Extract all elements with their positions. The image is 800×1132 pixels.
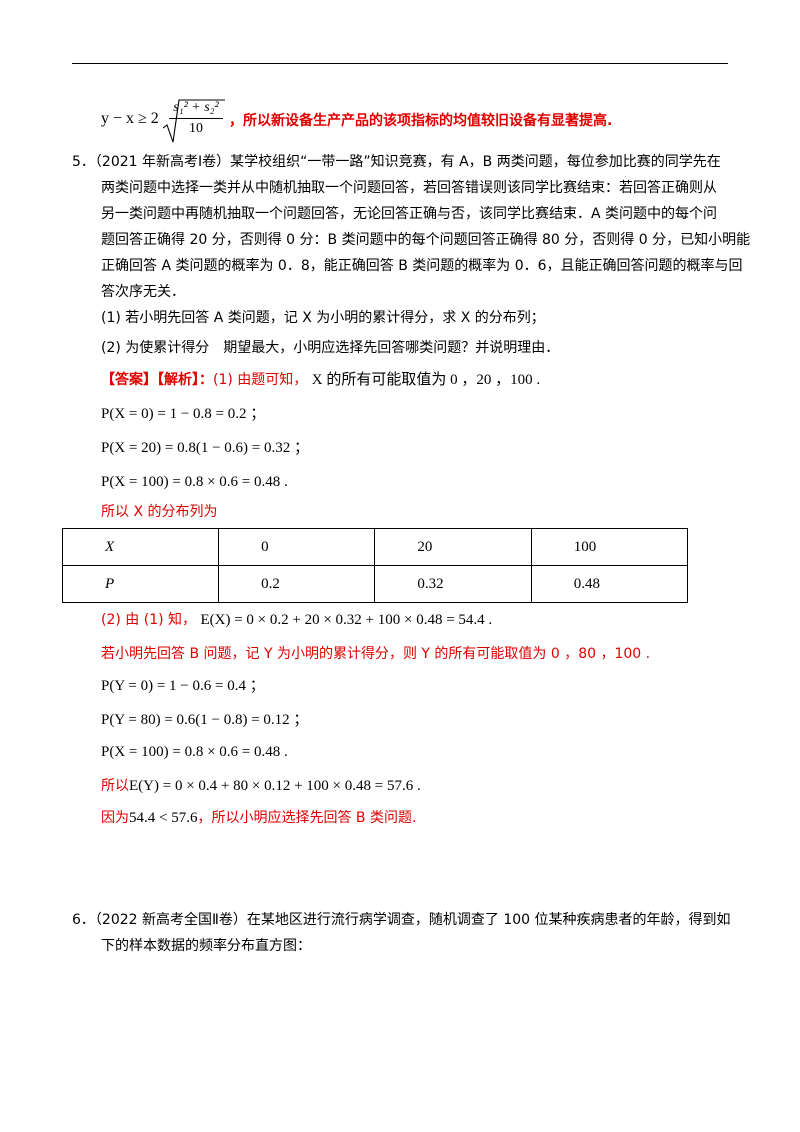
- table-cell: 100: [530, 528, 689, 566]
- formula-fraction: s₁² + s₂² 10: [169, 100, 223, 137]
- q5-line-1: 5．（2021 年新高考Ⅰ卷）某学校组织“一带一路”知识竞赛，有 A，B 两类问…: [72, 154, 721, 170]
- q6-line-2: 下的样本数据的频率分布直方图：: [101, 938, 311, 954]
- q5-line-6: 答次序无关．: [101, 284, 185, 300]
- prob-y-0: P(Y = 0) = 1 − 0.6 = 0.4 ；: [101, 678, 265, 694]
- table-cell: 20: [374, 528, 532, 566]
- part2-expectation-x: E(X) = 0 × 0.2 + 20 × 0.32 + 100 × 0.48 …: [200, 612, 493, 628]
- part2-b-line: 若小明先回答 B 问题，记 Y 为小明的累计得分，则 Y 的所有可能取值为 0 …: [101, 646, 651, 662]
- part2-prefix: (2) 由 (1) 知，: [101, 612, 197, 628]
- answer-intro-text: (1) 由题可知，: [213, 372, 308, 388]
- q5-sub-2: (2) 为使累计得分 期望最大，小明应选择先回答哪类问题？并说明理由．: [101, 340, 560, 356]
- fraction-numerator: s₁² + s₂²: [169, 100, 223, 119]
- table-cell: 0.32: [374, 565, 532, 603]
- table-cell: 0.2: [218, 565, 376, 603]
- part2-line: (2) 由 (1) 知， E(X) = 0 × 0.2 + 20 × 0.32 …: [101, 610, 492, 630]
- table-cell: P: [61, 565, 220, 603]
- answer-intro: 【答案】【解析】：(1) 由题可知， X 的所有可能取值为 0 ，20 ，100…: [101, 370, 540, 390]
- dist-caption: 所以 X 的分布列为: [101, 504, 218, 520]
- final-conclusion: 因为54.4 < 57.6，所以小明应选择先回答 B 类问题.: [101, 808, 416, 828]
- table-cell: X: [61, 528, 220, 566]
- final-text: ，所以小明应选择先回答 B 类问题.: [197, 810, 417, 826]
- prob-x-20: P(X = 20) = 0.8(1 − 0.6) = 0.32 ；: [101, 440, 309, 456]
- q5-line-2: 两类问题中选择一类并从中随机抽取一个问题回答，若回答错误则该同学比赛结束：若回答…: [101, 180, 717, 196]
- table-cell: 0.48: [530, 565, 689, 603]
- prob-x-0: P(X = 0) = 1 − 0.8 = 0.2 ；: [101, 406, 266, 422]
- conclusion-text: ，所以新设备生产产品的该项指标的均值较旧设备有显著提高.: [229, 113, 613, 129]
- q5-line-3: 另一类问题中再随机抽取一个问题回答，无论回答正确与否，该同学比赛结束．A 类问题…: [101, 206, 718, 222]
- expectation-y: E(Y) = 0 × 0.4 + 80 × 0.12 + 100 × 0.48 …: [129, 778, 421, 794]
- formula-lhs: y − x ≥ 2: [101, 110, 159, 127]
- q5-line-5: 正确回答 A 类问题的概率为 0．8，能正确回答 B 类问题的概率为 0．6，且…: [101, 258, 743, 274]
- table-row: P 0.2 0.32 0.48: [61, 565, 689, 603]
- expectation-y-line: 所以E(Y) = 0 × 0.4 + 80 × 0.12 + 100 × 0.4…: [101, 776, 421, 796]
- answer-intro-math: X 的所有可能取值为 0 ，20 ，100 .: [311, 372, 541, 388]
- final-math: 54.4 < 57.6: [129, 810, 198, 826]
- q6-line-1: 6．（2022 新高考全国Ⅱ卷）在某地区进行流行病学调查，随机调查了 100 位…: [72, 912, 731, 928]
- q5-line-4: 题回答正确得 20 分，否则得 0 分：B 类问题中的每个问题回答正确得 80 …: [101, 232, 751, 248]
- formula-conclusion: y − x ≥ 2 s₁² + s₂² 10 ，所以新设备生产产品的该项指标的均…: [101, 98, 741, 148]
- distribution-table: X 0 20 100 P 0.2 0.32 0.48: [61, 528, 689, 603]
- header-rule: [72, 63, 728, 64]
- prob-x-100: P(X = 100) = 0.8 × 0.6 = 0.48 .: [101, 474, 288, 490]
- ey-prefix: 所以: [101, 778, 129, 794]
- final-prefix: 因为: [101, 810, 129, 826]
- q5-sub-1: (1) 若小明先回答 A 类问题，记 X 为小明的累计得分，求 X 的分布列；: [101, 310, 545, 326]
- answer-tag: 【答案】【解析】：: [101, 372, 213, 388]
- table-cell: 0: [218, 528, 376, 566]
- sqrt-symbol: [163, 99, 225, 143]
- table-row: X 0 20 100: [61, 528, 689, 566]
- prob-y-80: P(Y = 80) = 0.6(1 − 0.8) = 0.12 ；: [101, 712, 309, 728]
- fraction-denominator: 10: [189, 121, 203, 136]
- prob-y-100: P(X = 100) = 0.8 × 0.6 = 0.48 .: [101, 744, 288, 760]
